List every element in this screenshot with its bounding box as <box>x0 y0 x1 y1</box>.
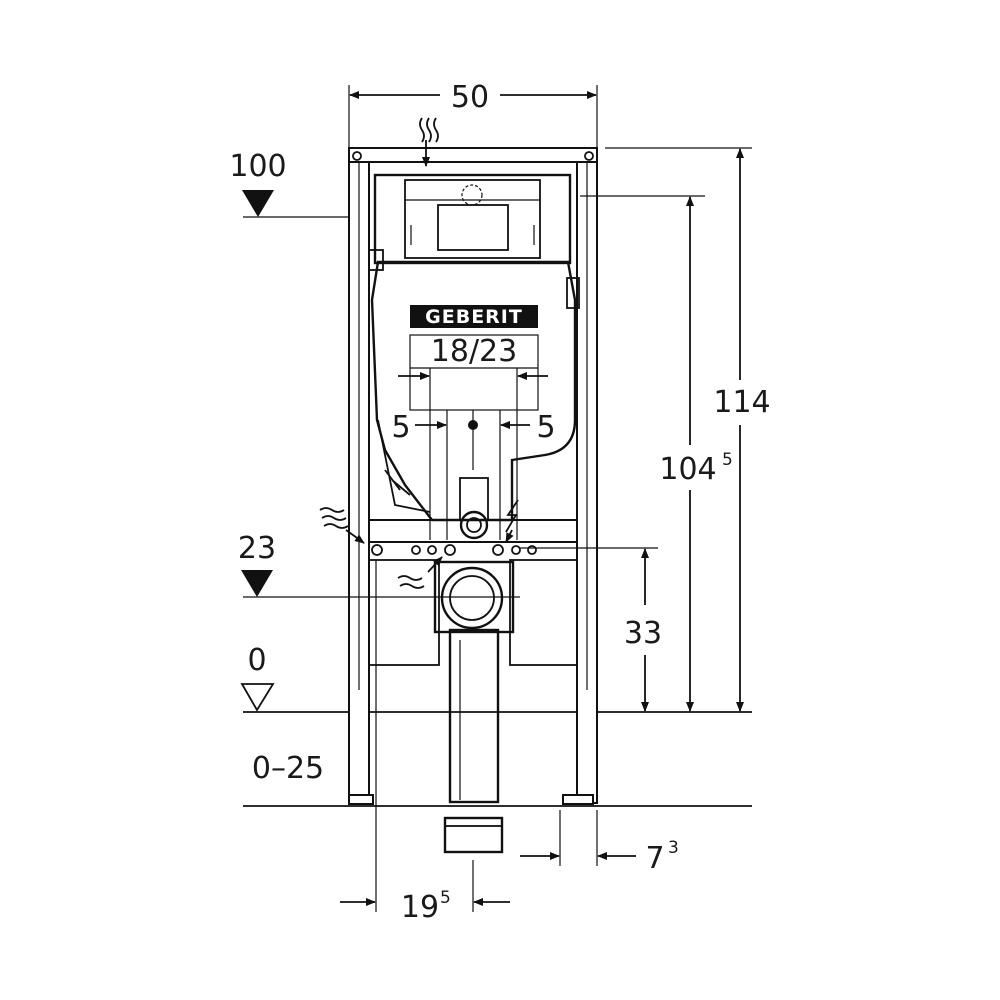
right-bracket <box>566 277 580 309</box>
level-0-label: 0 <box>247 643 266 678</box>
geberit-logo: GEBERIT <box>410 305 538 328</box>
height-33-label: 33 <box>624 616 662 651</box>
flush-outlet <box>459 477 489 540</box>
level-100-label: 100 <box>229 149 286 184</box>
water-drain-icon <box>397 556 443 589</box>
bottom-offset-superscript: 5 <box>440 888 451 908</box>
power-supply-icon <box>505 499 519 543</box>
height-1045-label: 104 <box>659 452 716 487</box>
bottom-offset-label: 19 <box>401 890 439 925</box>
floor-range-label: 0–25 <box>252 751 324 786</box>
drain-pipe <box>433 560 515 854</box>
level-100-triangle <box>242 190 274 217</box>
cistern-body <box>370 260 577 522</box>
water-supply-left-icon <box>319 507 365 544</box>
level-23-label: 23 <box>238 531 276 566</box>
left-bracket <box>368 249 384 271</box>
frame-left-upright <box>348 147 374 805</box>
left-foot-plate <box>368 559 440 666</box>
offset-right-label: 5 <box>536 410 555 445</box>
flush-plate-outline <box>409 334 539 411</box>
width-dimension-label: 50 <box>451 80 489 115</box>
right-offset-label: 7 <box>645 841 664 876</box>
rail-holes <box>371 544 537 556</box>
offset-left-label: 5 <box>391 410 410 445</box>
right-foot-plate <box>509 559 578 666</box>
height-1045-superscript: 5 <box>722 450 733 470</box>
height-114-label: 114 <box>713 385 770 420</box>
level-23-triangle <box>241 570 273 597</box>
flush-plate-label: 18/23 <box>431 334 517 369</box>
right-offset-superscript: 3 <box>668 838 679 858</box>
level-0-triangle <box>240 683 275 712</box>
frame-right-upright <box>562 147 598 805</box>
frame-top-rail <box>348 147 598 163</box>
water-supply-top-icon <box>419 117 439 167</box>
actuation-box <box>373 173 572 265</box>
water-inlet-pipe <box>377 419 431 513</box>
logo-text: GEBERIT <box>425 306 523 328</box>
